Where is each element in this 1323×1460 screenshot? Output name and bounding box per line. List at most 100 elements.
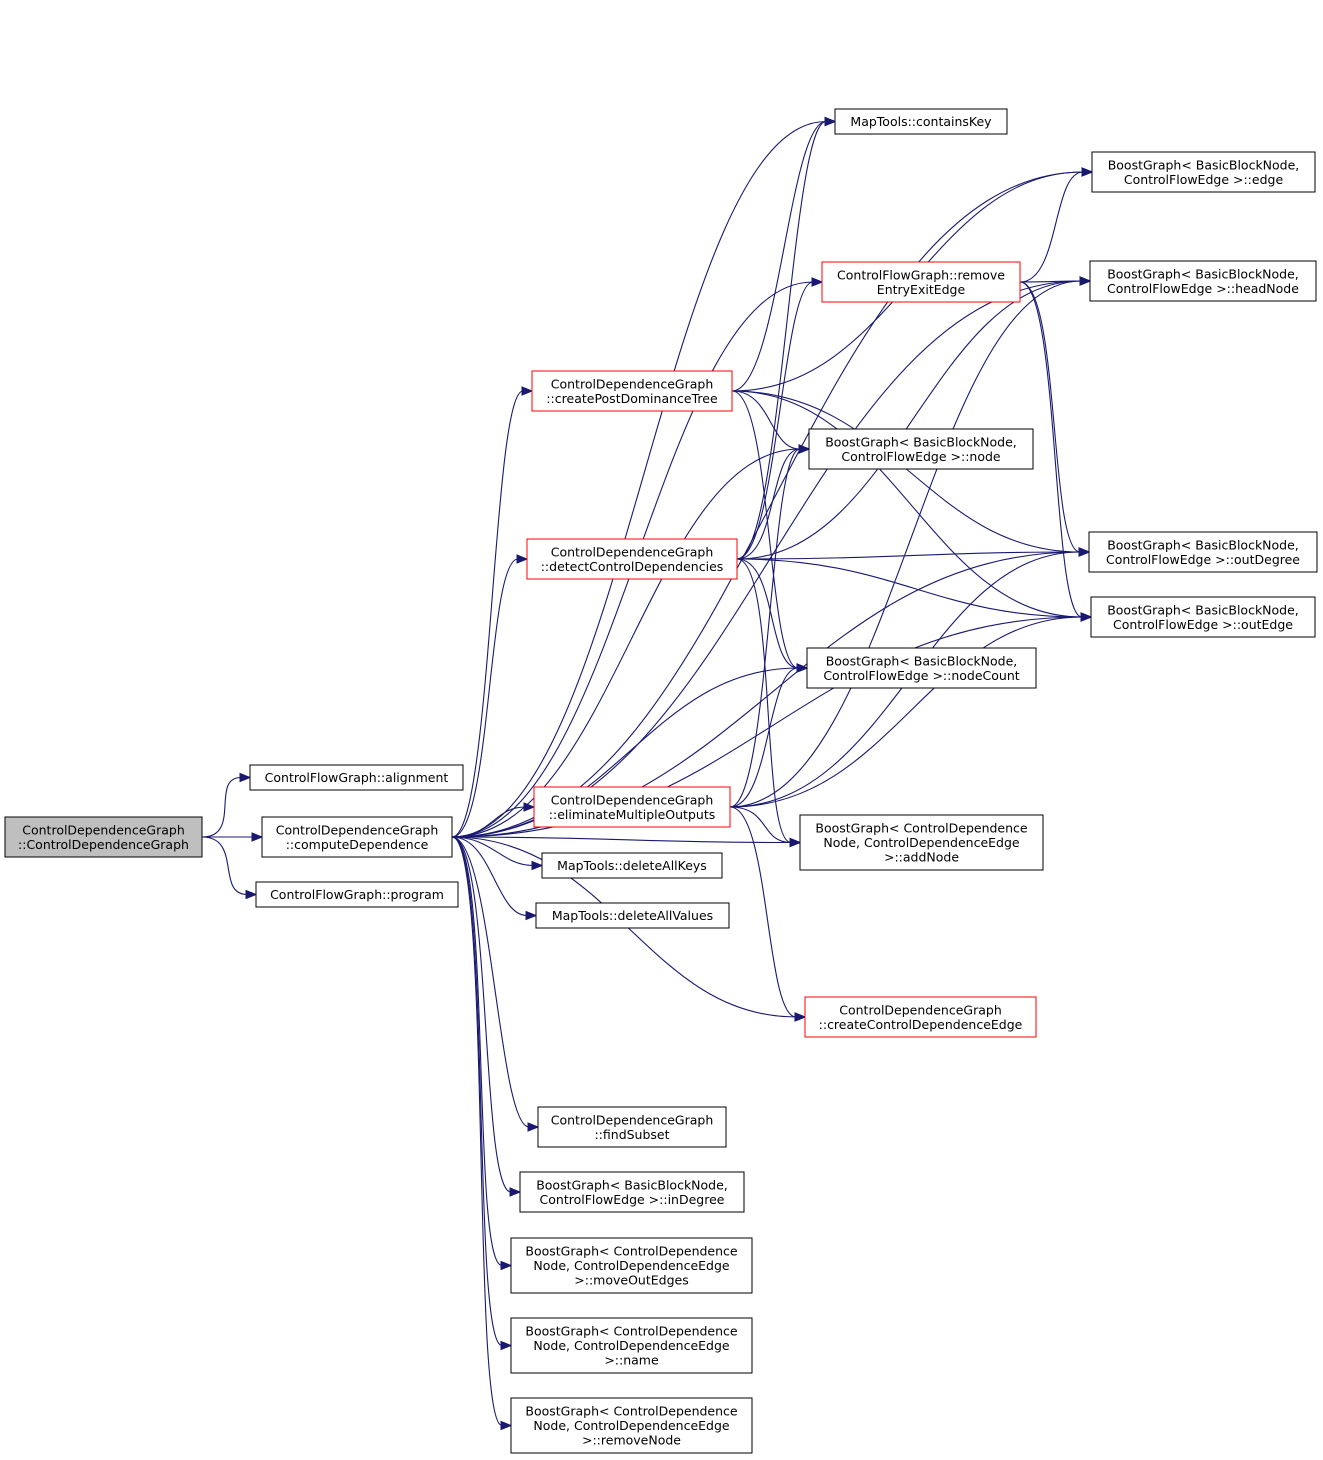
edge-computeDep-to-addNode	[451, 836, 792, 844]
arrowhead-computeDep-to-delValues	[525, 910, 538, 921]
edge-detectCD-to-bgNode	[736, 448, 801, 560]
edge-computeDep-to-nameN	[451, 836, 503, 1347]
node-headNode[interactable]: BoostGraph< BasicBlockNode,ControlFlowEd…	[1089, 260, 1317, 302]
node-createPDT[interactable]: ControlDependenceGraph::createPostDomina…	[531, 370, 733, 412]
edge-detectCD-to-outEdge	[736, 558, 1083, 618]
edge-root-to-program	[201, 836, 248, 896]
node-box	[526, 538, 738, 580]
node-label-line: >::removeNode	[582, 1433, 681, 1448]
node-nodeCount[interactable]: BoostGraph< BasicBlockNode,ControlFlowEd…	[806, 647, 1037, 689]
arrowhead-removeEE-to-outDegree	[1078, 547, 1091, 557]
arrowhead-root-to-program	[245, 889, 258, 900]
node-label-line: ::createControlDependenceEdge	[819, 1017, 1023, 1032]
node-label-line: BoostGraph< ControlDependence	[525, 1244, 738, 1259]
edge-removeEE-to-headNode	[1019, 280, 1082, 283]
edge-removeEE-to-outEdge	[1019, 281, 1083, 618]
arrowhead-elimMO-to-nodeCount	[796, 663, 809, 673]
edge-computeDep-to-bgNode	[451, 448, 801, 838]
arrowhead-removeEE-to-outEdge	[1080, 612, 1093, 622]
edge-detectCD-to-addNode	[736, 558, 792, 844]
edge-createPDT-to-nodeCount	[731, 390, 799, 669]
node-label-line: ControlFlowEdge >::nodeCount	[823, 668, 1019, 683]
node-label-line: ControlFlowEdge >::edge	[1124, 172, 1284, 187]
edge-computeDep-to-containsKey	[451, 120, 827, 838]
node-detectCD[interactable]: ControlDependenceGraph::detectControlDep…	[526, 538, 738, 580]
node-label-line: >::addNode	[884, 850, 959, 865]
arrowhead-root-to-alignment	[239, 772, 252, 783]
node-box	[1090, 596, 1316, 638]
arrowhead-elimMO-to-addNode	[789, 837, 802, 848]
node-box	[510, 1317, 753, 1374]
edge-elimMO-to-headNode	[729, 280, 1082, 808]
node-box	[1091, 151, 1316, 193]
node-label-line: MapTools::deleteAllValues	[552, 908, 713, 923]
node-label-line: Node, ControlDependenceEdge	[823, 835, 1019, 850]
node-label-line: BoostGraph< ControlDependence	[525, 1324, 738, 1339]
edge-computeDep-to-inDegree	[451, 836, 512, 1193]
node-edgeE[interactable]: BoostGraph< BasicBlockNode,ControlFlowEd…	[1091, 151, 1316, 193]
node-box	[834, 108, 1008, 135]
node-bgNode[interactable]: BoostGraph< BasicBlockNode,ControlFlowEd…	[808, 428, 1034, 470]
node-box	[1088, 531, 1318, 573]
edge-root-to-alignment	[201, 776, 242, 838]
node-box	[804, 996, 1037, 1038]
node-label-line: BoostGraph< BasicBlockNode,	[1107, 602, 1299, 617]
arrowhead-computeDep-to-removeNode	[500, 1420, 513, 1431]
node-box	[541, 852, 723, 879]
edge-elimMO-to-addNode	[729, 806, 792, 844]
arrowhead-root-to-computeDep	[251, 832, 264, 842]
node-label-line: ::createPostDominanceTree	[546, 391, 718, 406]
node-label-line: Node, ControlDependenceEdge	[533, 1338, 729, 1353]
node-outEdge[interactable]: BoostGraph< BasicBlockNode,ControlFlowEd…	[1090, 596, 1316, 638]
node-label-line: ControlDependenceGraph	[22, 822, 185, 837]
node-label-line: ControlDependenceGraph	[551, 376, 714, 391]
edge-elimMO-to-nodeCount	[729, 667, 799, 808]
node-delKeys[interactable]: MapTools::deleteAllKeys	[541, 852, 723, 879]
node-label-line: ::eliminateMultipleOutputs	[549, 807, 715, 822]
node-label-line: BoostGraph< BasicBlockNode,	[1107, 266, 1299, 281]
node-label-line: ::computeDependence	[286, 837, 429, 852]
node-label-line: ControlDependenceGraph	[839, 1002, 1002, 1017]
node-findSubset[interactable]: ControlDependenceGraph::findSubset	[537, 1106, 727, 1148]
node-delValues[interactable]: MapTools::deleteAllValues	[535, 902, 730, 929]
node-label-line: MapTools::containsKey	[850, 114, 992, 129]
node-createCDE[interactable]: ControlDependenceGraph::createControlDep…	[804, 996, 1037, 1038]
node-inDegree[interactable]: BoostGraph< BasicBlockNode,ControlFlowEd…	[519, 1171, 745, 1213]
node-outDegree[interactable]: BoostGraph< BasicBlockNode,ControlFlowEd…	[1088, 531, 1318, 573]
edge-computeDep-to-detectCD	[451, 558, 519, 838]
node-label-line: BoostGraph< BasicBlockNode,	[1108, 157, 1300, 172]
node-label-line: ControlFlowEdge >::headNode	[1107, 281, 1299, 296]
edge-computeDep-to-moveOut	[451, 836, 503, 1267]
arrowhead-computeDep-to-elimMO	[523, 802, 536, 812]
arrowhead-computeDep-to-nameN	[500, 1340, 513, 1351]
edge-createPDT-to-outEdge	[731, 390, 1083, 618]
node-elimMO[interactable]: ControlDependenceGraph::eliminateMultipl…	[533, 786, 731, 828]
node-box	[799, 814, 1044, 871]
edge-createPDT-to-bgNode	[731, 390, 801, 450]
node-label-line: BoostGraph< ControlDependence	[815, 821, 1028, 836]
node-box	[1089, 260, 1317, 302]
edge-removeEE-to-edgeE	[1019, 171, 1084, 283]
edge-detectCD-to-headNode	[736, 280, 1082, 560]
edge-elimMO-to-bgNode	[729, 448, 801, 808]
node-label-line: Node, ControlDependenceEdge	[533, 1418, 729, 1433]
node-label-line: BoostGraph< BasicBlockNode,	[826, 653, 1018, 668]
edge-computeDep-to-delValues	[451, 836, 528, 917]
node-containsKey[interactable]: MapTools::containsKey	[834, 108, 1008, 135]
node-computeDep[interactable]: ControlDependenceGraph::computeDependenc…	[261, 816, 453, 858]
edge-detectCD-to-containsKey	[736, 120, 827, 560]
node-alignment[interactable]: ControlFlowGraph::alignment	[249, 764, 464, 791]
edge-detectCD-to-nodeCount	[736, 558, 799, 669]
node-program[interactable]: ControlFlowGraph::program	[255, 881, 459, 908]
edge-elimMO-to-createCDE	[729, 806, 797, 1018]
node-label-line: ::ControlDependenceGraph	[18, 837, 189, 852]
edge-computeDep-to-removeNode	[451, 836, 503, 1427]
node-box	[533, 786, 731, 828]
node-box	[821, 261, 1021, 303]
node-label-line: Node, ControlDependenceEdge	[533, 1258, 729, 1273]
